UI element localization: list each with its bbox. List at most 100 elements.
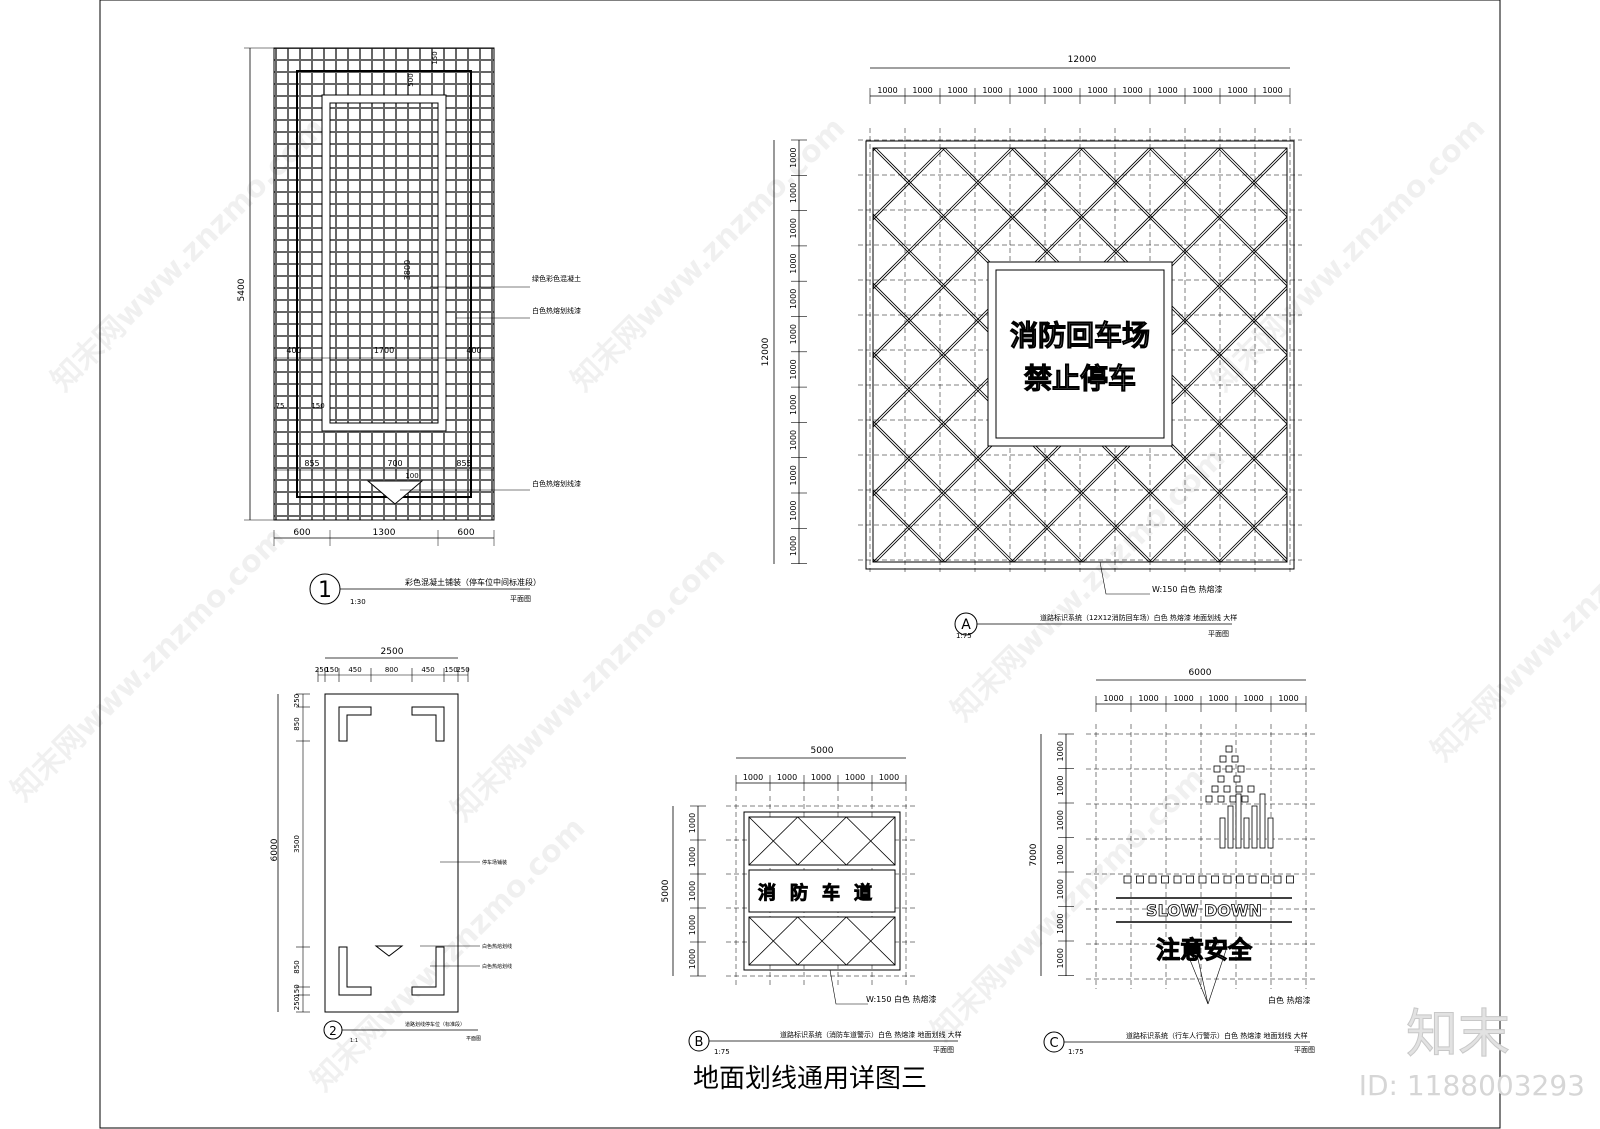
detail-title: 道路标识系统（12X12消防回车场）白色 热熔漆 地面划线 大样 bbox=[1040, 613, 1237, 622]
inner-paver bbox=[329, 102, 439, 424]
row-square bbox=[1223, 875, 1232, 884]
pixel-square bbox=[1231, 755, 1239, 763]
diag-line bbox=[1148, 423, 1287, 562]
note-1: 绿色彩色混凝土 bbox=[532, 274, 581, 283]
note: W:150 白色 热熔漆 bbox=[1152, 584, 1223, 594]
detail-view: 平面图 bbox=[1208, 630, 1229, 638]
dim-lower-3: 855 bbox=[456, 459, 471, 468]
pixel-bar bbox=[1219, 817, 1226, 849]
pixel-square bbox=[1241, 795, 1249, 803]
dim-label: 1000 bbox=[947, 86, 967, 95]
dim-lower-2: 700 bbox=[387, 459, 402, 468]
dim-label: 1000 bbox=[789, 430, 798, 450]
diag-line bbox=[1010, 148, 1287, 425]
row-square bbox=[1236, 875, 1244, 884]
dim-label: 250 bbox=[315, 666, 328, 674]
pixel-square bbox=[1213, 765, 1221, 773]
dim-label: 1000 bbox=[789, 500, 798, 520]
dim-label: 250 bbox=[293, 694, 301, 707]
dim-total-top: 6000 bbox=[1189, 668, 1212, 678]
diag-line bbox=[1290, 148, 1600, 562]
diag-line bbox=[1148, 148, 1287, 287]
dim-label: 1000 bbox=[789, 289, 798, 309]
pixel-square bbox=[1235, 785, 1243, 793]
dim-label: 1000 bbox=[1056, 776, 1065, 796]
dim-mid-3: 400 bbox=[466, 346, 481, 355]
pixel-square bbox=[1211, 785, 1219, 793]
dim-label: 1000 bbox=[789, 218, 798, 238]
detail-marker: A bbox=[961, 617, 971, 633]
detail-view: 平面图 bbox=[1294, 1046, 1315, 1054]
center-text: 消防车道 bbox=[758, 882, 886, 904]
dim-label: 1000 bbox=[1087, 86, 1107, 95]
grid-lines bbox=[858, 128, 1302, 572]
dim-total-left: 7000 bbox=[1029, 843, 1039, 866]
diag-line bbox=[873, 561, 874, 562]
dim-label: 1000 bbox=[1243, 694, 1263, 703]
dim-top-1: 150 bbox=[431, 51, 439, 64]
dim-label: 1000 bbox=[879, 773, 899, 782]
diag-line bbox=[873, 148, 877, 152]
dim-small-c: 100 bbox=[405, 472, 418, 480]
dim-label: 250 bbox=[293, 997, 301, 1010]
dim-total-left: 6000 bbox=[270, 838, 280, 861]
center-text-line1: 消防回车场 bbox=[1010, 319, 1150, 352]
stall-outline bbox=[324, 693, 459, 1013]
detail-title: 道路标识系统（消防车道警示）白色 热熔漆 地面划线 大样 bbox=[780, 1030, 962, 1039]
dim-label: 1000 bbox=[789, 253, 798, 273]
dim-small-a: 75 bbox=[276, 402, 285, 410]
x-line bbox=[797, 816, 847, 866]
diag-line bbox=[873, 148, 874, 149]
sheet-frame bbox=[99, 0, 1501, 1129]
pixel-square bbox=[1217, 795, 1225, 803]
grid-lines bbox=[1086, 724, 1316, 989]
detail-scale: 1:75 bbox=[1068, 1048, 1084, 1056]
row-square bbox=[1186, 875, 1194, 884]
dim-label: 1000 bbox=[1157, 86, 1177, 95]
note: W:150 白色 热熔漆 bbox=[866, 994, 937, 1004]
detail-marker: 2 bbox=[329, 1024, 337, 1038]
pixel-bar bbox=[1267, 817, 1274, 849]
dim-label: 1000 bbox=[1173, 694, 1193, 703]
diag-line bbox=[1079, 148, 1287, 356]
dim-label: 150 bbox=[325, 666, 338, 674]
dim-label: 1000 bbox=[1052, 86, 1072, 95]
dim-label: 800 bbox=[385, 666, 398, 674]
dim-label: 1000 bbox=[789, 183, 798, 203]
dim-label: 1000 bbox=[789, 359, 798, 379]
detail-view: 平面图 bbox=[510, 595, 531, 603]
diag-line bbox=[1286, 561, 1287, 562]
detail-marker: 1 bbox=[318, 578, 332, 603]
detail-scale: 1:75 bbox=[956, 632, 972, 640]
dim-small-b: 150 bbox=[311, 402, 324, 410]
dim-left: 5400 bbox=[237, 278, 247, 301]
dim-label: 1000 bbox=[1056, 948, 1065, 968]
x-line bbox=[846, 816, 896, 866]
detail-title: 道路划线停车位（标准段） bbox=[405, 1021, 465, 1028]
slow-text: SLOW DOWN bbox=[1146, 901, 1262, 920]
diag-line bbox=[1151, 148, 1287, 284]
dim-label: 1000 bbox=[1103, 694, 1123, 703]
diag-line bbox=[1082, 148, 1287, 353]
dim-label: 3500 bbox=[293, 835, 301, 853]
detail-scale: 1:1 bbox=[350, 1038, 358, 1044]
dim-label: 1000 bbox=[1227, 86, 1247, 95]
pixel-square bbox=[1217, 775, 1225, 783]
row-square bbox=[1161, 875, 1169, 884]
row-square bbox=[1198, 875, 1207, 884]
dim-top-2: 500 bbox=[407, 73, 415, 86]
dim-label: 1000 bbox=[688, 881, 697, 901]
safety-text: 注意安全 bbox=[1156, 936, 1253, 964]
center-box-inner bbox=[995, 269, 1165, 439]
pixel-bar bbox=[1243, 817, 1250, 849]
x-hatching bbox=[748, 816, 896, 966]
dim-label: 150 bbox=[444, 666, 457, 674]
corner-mark-br bbox=[411, 946, 445, 996]
dim-label: 1000 bbox=[1122, 86, 1142, 95]
row-square bbox=[1273, 875, 1282, 884]
